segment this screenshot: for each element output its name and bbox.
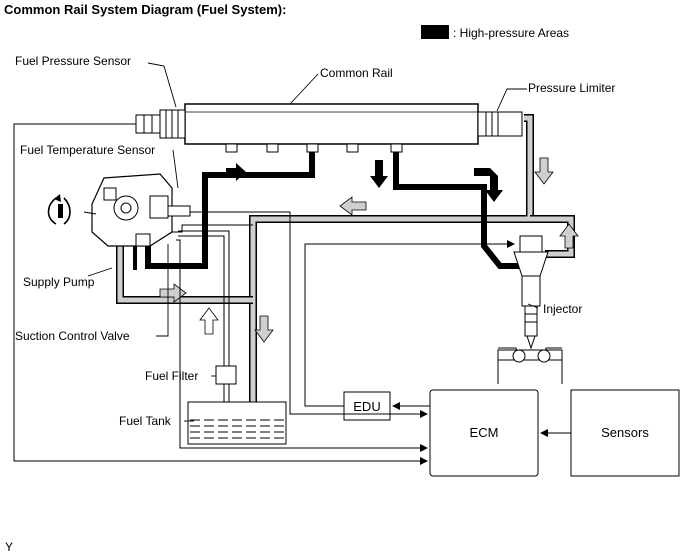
sensors-label: Sensors [601, 425, 649, 440]
label-fuel-tank: Fuel Tank [119, 414, 172, 428]
legend: : High-pressure Areas [421, 25, 569, 40]
label-common-rail: Common Rail [320, 66, 393, 80]
high-pressure-pipes [133, 148, 522, 270]
ecm-label: ECM [470, 425, 499, 440]
footer-code: Y [5, 540, 13, 554]
fuel-tank [187, 401, 287, 445]
suction-line [178, 230, 230, 404]
label-supply-pump: Supply Pump [23, 275, 95, 289]
label-suction-control-valve: Suction Control Valve [15, 329, 130, 343]
label-fuel-pressure-sensor: Fuel Pressure Sensor [15, 54, 131, 68]
injector [497, 235, 563, 384]
common-rail [135, 103, 523, 153]
flow-arrows [159, 157, 579, 343]
label-injector: Injector [543, 302, 582, 316]
fuel-filter [215, 365, 237, 385]
legend-swatch [421, 25, 449, 39]
legend-label: : High-pressure Areas [453, 26, 569, 40]
label-pressure-limiter: Pressure Limiter [528, 81, 615, 95]
label-fuel-temperature-sensor: Fuel Temperature Sensor [20, 143, 155, 157]
diagram-title: Common Rail System Diagram (Fuel System)… [4, 2, 286, 17]
signal-lines [13, 123, 571, 465]
edu-label: EDU [353, 399, 380, 414]
sensors-box: Sensors [570, 389, 680, 477]
ecm-box: ECM [429, 389, 539, 477]
low-pressure-pipes [116, 114, 575, 404]
supply-pump [47, 173, 191, 247]
label-fuel-filter: Fuel Filter [145, 369, 198, 383]
edu-box: EDU [343, 391, 391, 421]
leader-lines [87, 62, 539, 422]
